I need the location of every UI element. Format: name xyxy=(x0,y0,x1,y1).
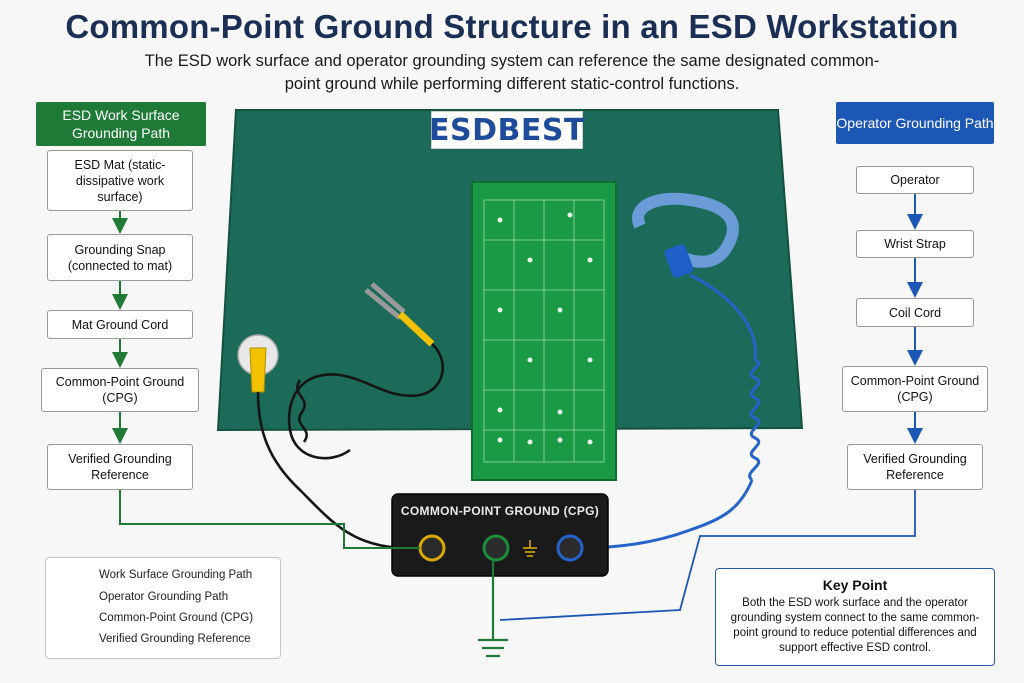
right-step-cpg: Common-Point Ground (CPG) xyxy=(842,366,988,412)
left-step-grounding-snap: Grounding Snap (connected to mat) xyxy=(47,234,193,281)
wrist-strap xyxy=(632,192,739,278)
right-step-verified-reference: Verified Grounding Reference xyxy=(847,444,983,490)
legend-item-cpg: Common-Point Ground (CPG) xyxy=(46,610,280,628)
left-step-esd-mat: ESD Mat (static-dissipative work surface… xyxy=(47,150,193,211)
operator-path-line xyxy=(499,490,916,621)
legend-item-verified-reference: Verified Grounding Reference xyxy=(46,631,280,649)
mat-ground-snap xyxy=(237,334,279,393)
cpg-box-label: COMMON-POINT GROUND (CPG) xyxy=(400,504,600,518)
legend-item-work-surface: Work Surface Grounding Path xyxy=(46,567,280,585)
esdbest-logo: ESDBEST xyxy=(429,111,585,149)
alligator-clip xyxy=(364,282,435,347)
legend-label: Common-Point Ground (CPG) xyxy=(99,612,254,624)
legend-label: Work Surface Grounding Path xyxy=(99,569,253,581)
pcb-board xyxy=(471,181,617,481)
operator-path-header: Operator Grounding Path xyxy=(836,102,994,144)
cpg-box xyxy=(391,493,609,577)
page-title: Common-Point Ground Structure in an ESD … xyxy=(65,8,959,45)
key-point-box: Key Point Both the ESD work surface and … xyxy=(715,568,995,666)
legend: Work Surface Grounding Path Operator Gro… xyxy=(45,557,281,659)
right-step-coil-cord: Coil Cord xyxy=(856,298,974,327)
left-step-cpg: Common-Point Ground (CPG) xyxy=(41,368,199,412)
left-step-verified-reference: Verified Grounding Reference xyxy=(47,444,193,490)
work-surface-path-header: ESD Work Surface Grounding Path xyxy=(36,102,206,146)
legend-label: Verified Grounding Reference xyxy=(99,633,251,645)
page-subtitle: The ESD work surface and operator ground… xyxy=(144,52,880,93)
key-point-body: Both the ESD work surface and the operat… xyxy=(730,597,980,654)
mat-ground-cord xyxy=(256,343,444,550)
key-point-title: Key Point xyxy=(822,577,888,593)
work-surface-path-line xyxy=(119,490,420,549)
right-step-wrist-strap: Wrist Strap xyxy=(856,230,974,258)
earth-ground-symbol xyxy=(478,560,508,658)
right-step-operator: Operator xyxy=(856,166,974,194)
left-step-mat-ground-cord: Mat Ground Cord xyxy=(47,310,193,339)
legend-label: Operator Grounding Path xyxy=(99,591,229,603)
legend-item-operator: Operator Grounding Path xyxy=(46,589,280,607)
